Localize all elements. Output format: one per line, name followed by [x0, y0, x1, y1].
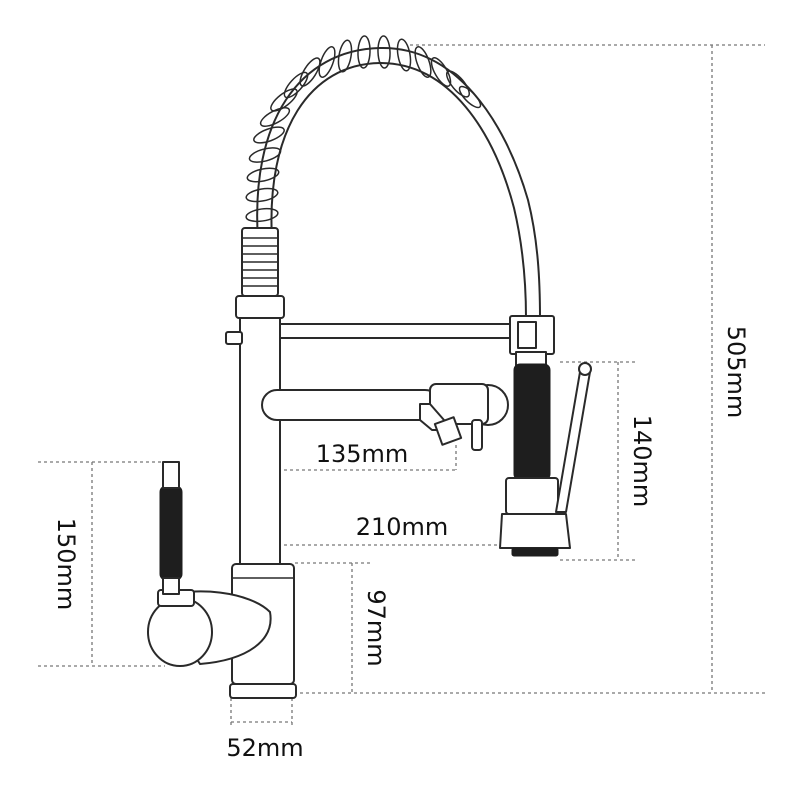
label-handle-height: 150mm	[52, 518, 80, 611]
dimension-lines	[38, 44, 765, 728]
label-pot-filler-reach: 135mm	[316, 440, 409, 468]
spring-coil	[245, 35, 482, 223]
label-spout-head-height: 140mm	[628, 415, 656, 508]
handle-grip	[159, 485, 183, 581]
label-spray-reach: 210mm	[356, 513, 449, 541]
label-body-height: 97mm	[362, 589, 390, 666]
spray-grip	[513, 363, 551, 481]
faucet-drawing	[147, 35, 592, 699]
collar-threads	[242, 237, 278, 287]
label-base-diameter: 52mm	[226, 734, 303, 762]
label-overall-height: 505mm	[722, 326, 750, 419]
